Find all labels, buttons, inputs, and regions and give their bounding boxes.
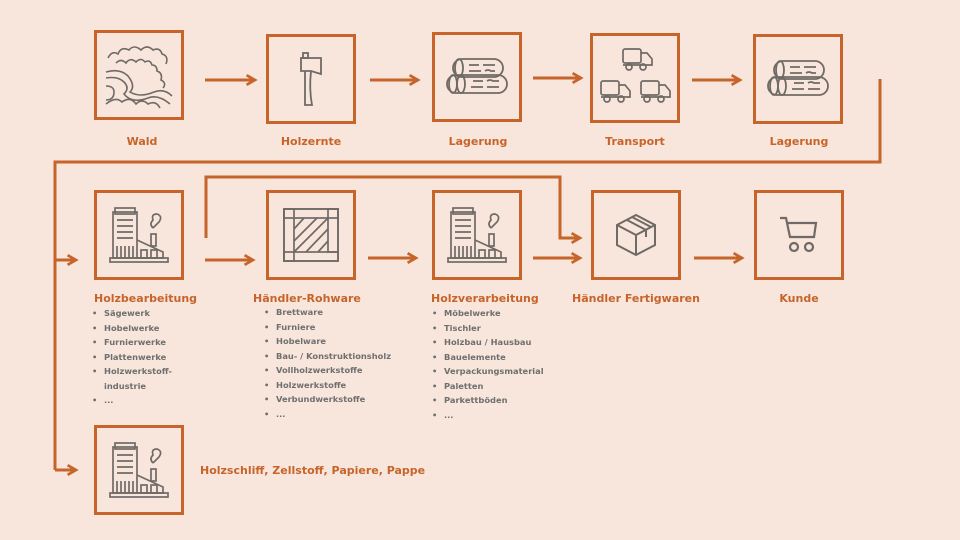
list-item: Brettware xyxy=(264,305,391,320)
list-item: Holzwerkstoffe xyxy=(264,378,391,393)
list-haendler-rohware: Brettware Furniere Hobelware Bau- / Kons… xyxy=(264,305,391,421)
list-item: Bau- / Konstruktionsholz xyxy=(264,349,391,364)
node-lagerung-1 xyxy=(432,32,522,122)
trucks-icon xyxy=(600,48,671,103)
label-lagerung-2: Lagerung xyxy=(769,135,829,148)
node-kunde xyxy=(754,190,844,280)
list-item: Furniere xyxy=(264,320,391,335)
list-item: Holzwerkstoff- xyxy=(92,364,172,379)
label-holzernte: Holzernte xyxy=(280,135,342,148)
node-haendler-fertigwaren xyxy=(591,190,681,280)
label-lagerung-1: Lagerung xyxy=(448,135,508,148)
node-zellstoff xyxy=(94,425,184,515)
list-item: ... xyxy=(432,408,544,423)
list-item: Tischler xyxy=(432,321,544,336)
label-haendler-rohware: Händler-Rohware xyxy=(253,292,361,305)
list-item: Hobelware xyxy=(264,334,391,349)
list-item: ... xyxy=(92,393,172,408)
label-kunde: Kunde xyxy=(779,292,819,305)
list-item: ... xyxy=(264,407,391,422)
label-haendler-fertigwaren: Händler Fertigwaren xyxy=(572,292,700,305)
label-holzverarbeitung: Holzverarbeitung xyxy=(431,292,539,305)
list-item: Verbundwerkstoffe xyxy=(264,392,391,407)
factory-icon xyxy=(109,207,169,263)
list-item: Vollholzwerkstoffe xyxy=(264,363,391,378)
forest-icon xyxy=(105,46,173,109)
node-wald xyxy=(94,30,184,120)
factory-icon xyxy=(109,442,169,498)
list-item: Plattenwerke xyxy=(92,350,172,365)
logs-icon xyxy=(767,60,829,96)
list-item: Paletten xyxy=(432,379,544,394)
wood-panel-icon xyxy=(283,208,339,262)
label-transport: Transport xyxy=(605,135,665,148)
node-holzverarbeitung xyxy=(432,190,522,280)
node-holzernte xyxy=(266,34,356,124)
list-item: Möbelwerke xyxy=(432,306,544,321)
node-holzbearbeitung xyxy=(94,190,184,280)
list-item-continuation: industrie xyxy=(104,380,147,391)
connector-holzbearbeitung-to-fertigwaren xyxy=(204,175,580,238)
label-zellstoff: Holzschliff, Zellstoff, Papiere, Pappe xyxy=(200,464,426,477)
list-holzbearbeitung: Sägewerk Hobelwerke Furnierwerke Platten… xyxy=(92,306,172,408)
label-holzbearbeitung: Holzbearbeitung xyxy=(94,292,198,305)
factory-icon xyxy=(447,207,507,263)
connector-lagerung-to-row2 xyxy=(53,79,882,470)
node-haendler-rohware xyxy=(266,190,356,280)
box-icon xyxy=(616,213,656,257)
list-item: Bauelemente xyxy=(432,350,544,365)
list-item: Furnierwerke xyxy=(92,335,172,350)
axe-icon xyxy=(300,52,322,106)
list-item: Sägewerk xyxy=(92,306,172,321)
list-item: Verpackungsmaterial xyxy=(432,364,544,379)
list-item: Hobelwerke xyxy=(92,321,172,336)
list-holzverarbeitung: Möbelwerke Tischler Holzbau / Hausbau Ba… xyxy=(432,306,544,422)
label-wald: Wald xyxy=(126,135,158,148)
node-lagerung-2 xyxy=(753,34,843,124)
node-transport xyxy=(590,33,680,123)
list-item: Parkettböden xyxy=(432,393,544,408)
shopping-cart-icon xyxy=(780,216,818,253)
logs-icon xyxy=(446,58,508,94)
list-item: Holzbau / Hausbau xyxy=(432,335,544,350)
